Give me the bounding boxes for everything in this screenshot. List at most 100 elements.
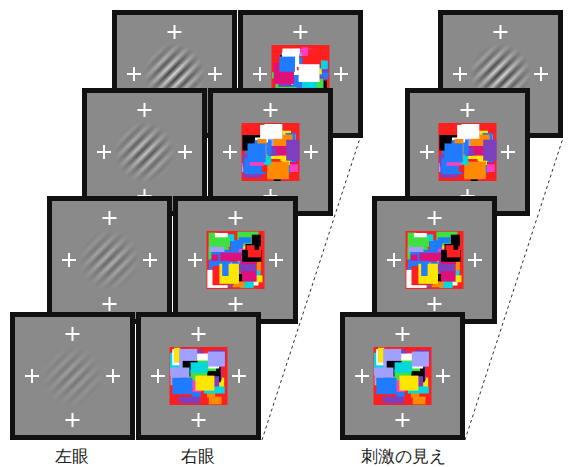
frame-ground [213,93,328,211]
fixation-cross [253,67,267,81]
fixation-cross [269,253,283,267]
frame-ground [410,93,525,211]
mondrian-patch [172,378,192,394]
fixation-cross [232,369,246,383]
frame-ground [377,201,492,319]
fixation-cross [192,413,206,427]
display-frame [173,196,298,324]
fixation-cross [188,253,202,267]
fixation-cross [420,145,434,159]
gabor-patch [114,121,176,183]
mondrian-patch [222,261,228,276]
fixation-cross [494,25,508,39]
mondrian-patch [382,368,393,378]
mondrian-mask [439,123,497,181]
frame-border [173,196,298,324]
gabor-envelope [42,345,104,407]
mondrian-base [242,123,300,181]
fixation-cross [62,253,76,267]
mondrian-patch [483,140,496,161]
fixation-cross [428,211,442,225]
mondrian-patch [412,352,429,367]
mondrian-patch [195,376,214,391]
frame-ground [345,317,460,435]
mondrian-base [374,347,432,405]
fixation-cross [501,145,515,159]
mondrian-patch [208,352,225,367]
mondrian-patch [212,255,219,261]
column-label: 左眼 [55,446,89,466]
mondrian-patch [299,64,320,82]
fixation-cross [66,413,80,427]
column-label: 右眼 [181,446,215,466]
mondrian-patch [439,126,459,135]
gabor-stripes [43,346,103,406]
mondrian-patch [178,368,189,378]
mondrian-base [207,231,265,289]
fixation-cross [534,67,548,81]
display-frame [136,312,261,440]
mondrian-patch [421,261,427,276]
mondrian-patch [242,126,262,135]
mondrian-patch [399,376,418,391]
fixation-cross [223,145,237,159]
mondrian-patch [395,362,412,373]
fixation-cross [387,253,401,267]
mondrian-patch [411,255,418,261]
mondrian-mask [207,231,265,289]
fixation-cross [151,369,165,383]
gabor-stripes [80,230,140,290]
fixation-cross [229,297,243,311]
mondrian-patch [374,368,384,376]
gabor-envelope [114,121,176,183]
fixation-cross [106,369,120,383]
frame-border [136,312,261,440]
mondrian-patch [438,237,450,243]
frame-ground [87,93,202,211]
fixation-cross [127,67,141,81]
fixation-cross [66,327,80,341]
mondrian-patch [413,397,426,405]
fixation-cross [436,369,450,383]
mondrian-patch [410,237,429,247]
fixation-cross [453,67,467,81]
mondrian-patch [170,368,180,376]
fixation-cross [168,25,182,39]
frame-ground [141,317,256,435]
display-frame [372,196,497,324]
fixation-cross [294,25,308,39]
mondrian-patch [419,253,441,261]
fixation-cross [97,145,111,159]
mondrian-patch [248,250,261,258]
fixation-cross [468,253,482,267]
display-frame [10,312,135,440]
mondrian-patch [445,143,463,162]
gabor-stripes [115,122,175,182]
mondrian-base [170,347,228,405]
fixation-cross [396,327,410,341]
mondrian-patch [279,57,295,72]
display-frame [47,196,172,324]
fixation-cross [103,297,117,311]
fixation-cross [355,369,369,383]
mondrian-mask [406,231,464,289]
gabor-envelope [79,229,141,291]
fixation-cross [461,103,475,117]
fixation-cross [396,413,410,427]
frame-ground [15,317,130,435]
mondrian-patch [441,250,461,262]
mondrian-patch [183,397,200,404]
fixation-cross [304,145,318,159]
frame-ground [178,201,293,319]
frame-border [10,312,135,440]
display-frame [340,312,465,440]
mondrian-patch [286,140,299,161]
fixation-cross [138,103,152,117]
fixation-cross [334,67,348,81]
fixation-cross [208,67,222,81]
fixation-cross [178,145,192,159]
fixation-cross [428,297,442,311]
mondrian-patch [211,237,230,247]
frame-border [372,196,497,324]
mondrian-mask [170,347,228,405]
